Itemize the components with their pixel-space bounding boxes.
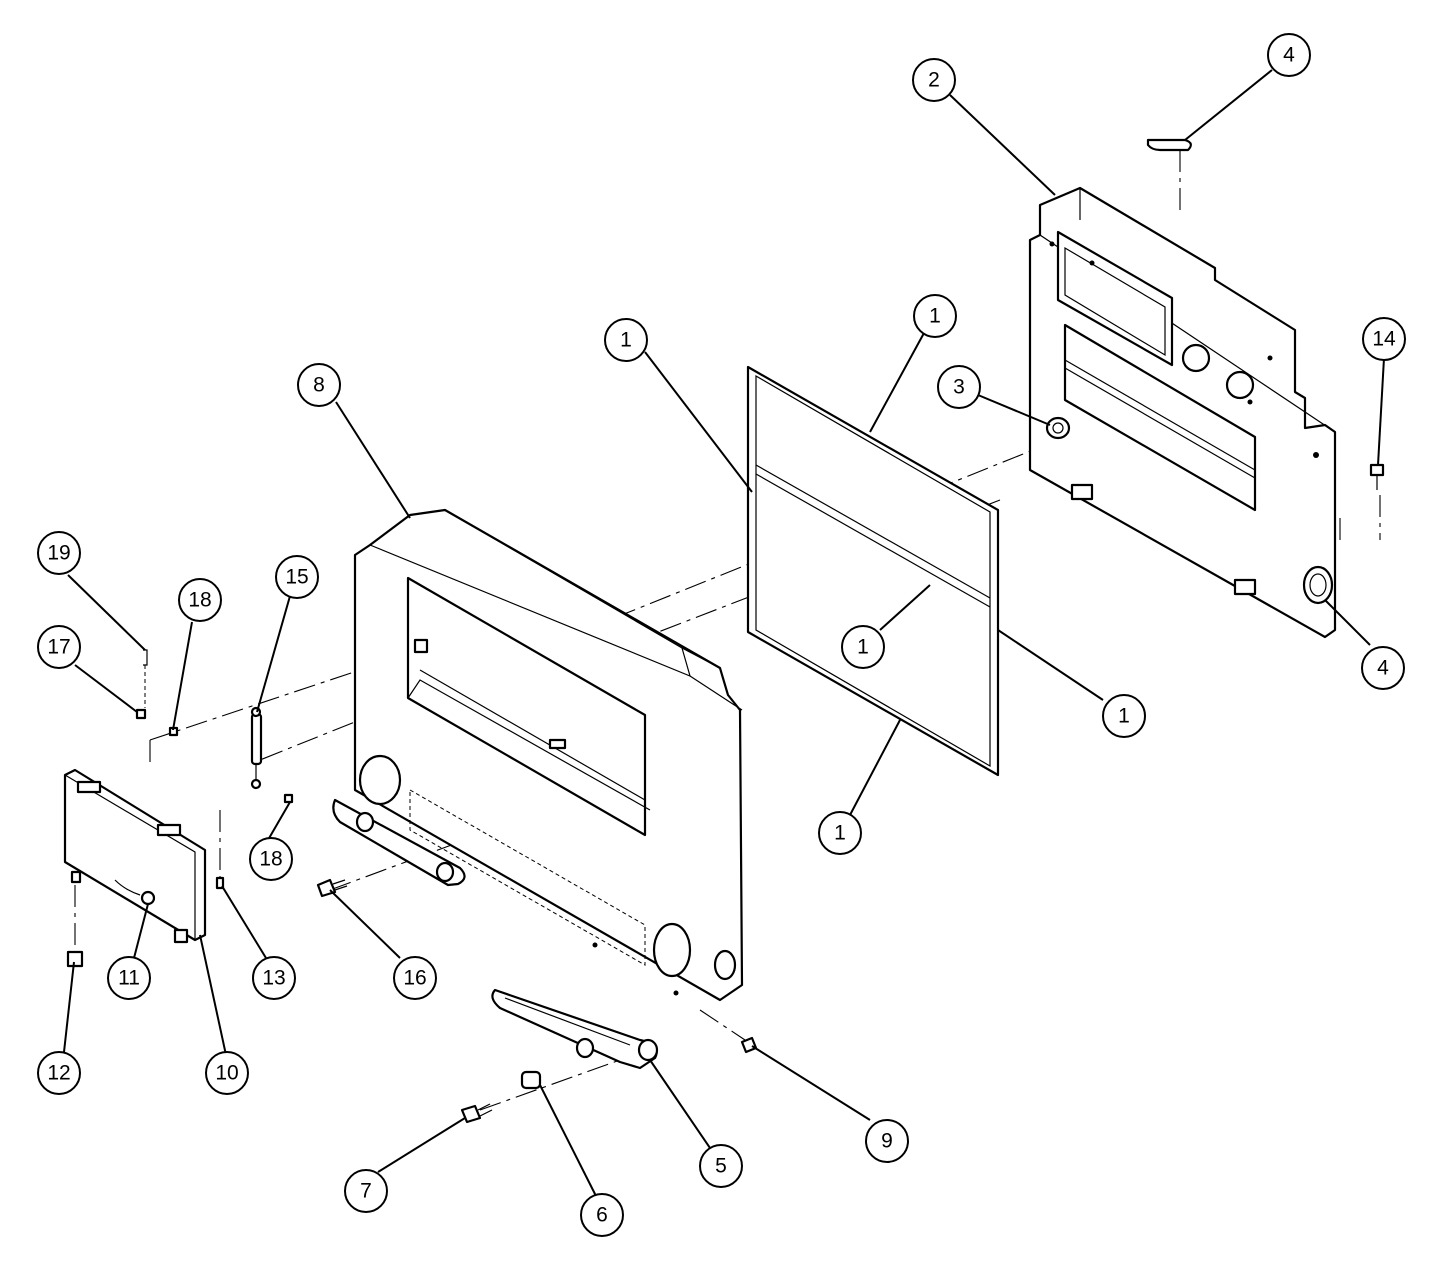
svg-text:18: 18	[259, 848, 282, 871]
pin-part-13	[215, 876, 225, 890]
svg-text:14: 14	[1372, 328, 1396, 351]
callout-1-middle: 1	[841, 625, 885, 669]
spacer-part-6	[520, 1070, 542, 1090]
front-housing-part-8	[353, 508, 744, 1002]
callout-2: 2	[912, 58, 956, 102]
handle-part-5	[491, 988, 659, 1070]
svg-text:17: 17	[47, 636, 70, 659]
spring-part-19	[143, 649, 148, 666]
gas-spring-part-15	[250, 706, 263, 790]
gasket-part-1	[746, 365, 1000, 777]
callout-7: 7	[344, 1169, 388, 1213]
callout-9: 9	[865, 1119, 909, 1163]
svg-text:8: 8	[313, 374, 325, 397]
grommet-part-11	[140, 890, 156, 906]
callout-14: 14	[1362, 317, 1406, 361]
svg-text:1: 1	[834, 822, 846, 845]
callout-3: 3	[937, 365, 981, 409]
bolt-part-7	[460, 1103, 493, 1124]
svg-text:4: 4	[1283, 44, 1295, 67]
svg-text:10: 10	[215, 1062, 238, 1085]
svg-text:16: 16	[403, 967, 426, 990]
bolt-part-14	[1369, 463, 1385, 490]
svg-text:2: 2	[928, 69, 940, 92]
svg-text:1: 1	[929, 305, 941, 328]
svg-text:6: 6	[596, 1204, 608, 1227]
svg-text:15: 15	[285, 566, 308, 589]
rear-panel-part-2	[1028, 186, 1337, 639]
svg-text:19: 19	[47, 542, 70, 565]
svg-text:1: 1	[1118, 705, 1130, 728]
svg-text:18: 18	[188, 589, 211, 612]
callout-13: 13	[252, 956, 296, 1000]
leader-lines	[63, 69, 1385, 1197]
washer-part-17	[135, 708, 147, 720]
callout-8: 8	[297, 363, 341, 407]
svg-text:9: 9	[881, 1130, 893, 1153]
callout-16: 16	[393, 956, 437, 1000]
svg-text:7: 7	[360, 1180, 372, 1203]
clip-part-18b	[283, 793, 294, 804]
callout-1-left: 1	[604, 318, 648, 362]
clip-part-4	[1146, 138, 1192, 152]
grommet-part-3	[1045, 416, 1071, 440]
callout-15: 15	[275, 555, 319, 599]
svg-text:11: 11	[118, 967, 140, 990]
callout-1-top: 1	[913, 294, 957, 338]
svg-text:4: 4	[1377, 657, 1389, 680]
svg-text:3: 3	[953, 376, 965, 399]
pad-part-12	[66, 950, 84, 968]
callout-11: 11	[107, 956, 151, 1000]
callout-1-bottom: 1	[818, 811, 862, 855]
callout-17: 17	[37, 625, 81, 669]
callout-4-top: 4	[1267, 33, 1311, 77]
svg-text:1: 1	[620, 329, 632, 352]
housing-bracket	[332, 798, 466, 887]
callout-1-right: 1	[1102, 694, 1146, 738]
svg-text:1: 1	[857, 636, 869, 659]
svg-text:5: 5	[715, 1155, 727, 1178]
callout-4-bottom: 4	[1361, 646, 1405, 690]
screw-part-9	[740, 1036, 758, 1054]
callout-18-top: 18	[178, 578, 222, 622]
callout-10: 10	[205, 1051, 249, 1095]
svg-text:13: 13	[262, 967, 285, 990]
bushing-part-4	[1302, 565, 1334, 605]
callout-18-bottom: 18	[249, 837, 293, 881]
callout-6: 6	[580, 1193, 624, 1237]
callout-5: 5	[699, 1144, 743, 1188]
callout-19: 19	[37, 531, 81, 575]
svg-text:12: 12	[47, 1062, 70, 1085]
cover-plate-part-10	[63, 768, 207, 944]
callout-12: 12	[37, 1051, 81, 1095]
